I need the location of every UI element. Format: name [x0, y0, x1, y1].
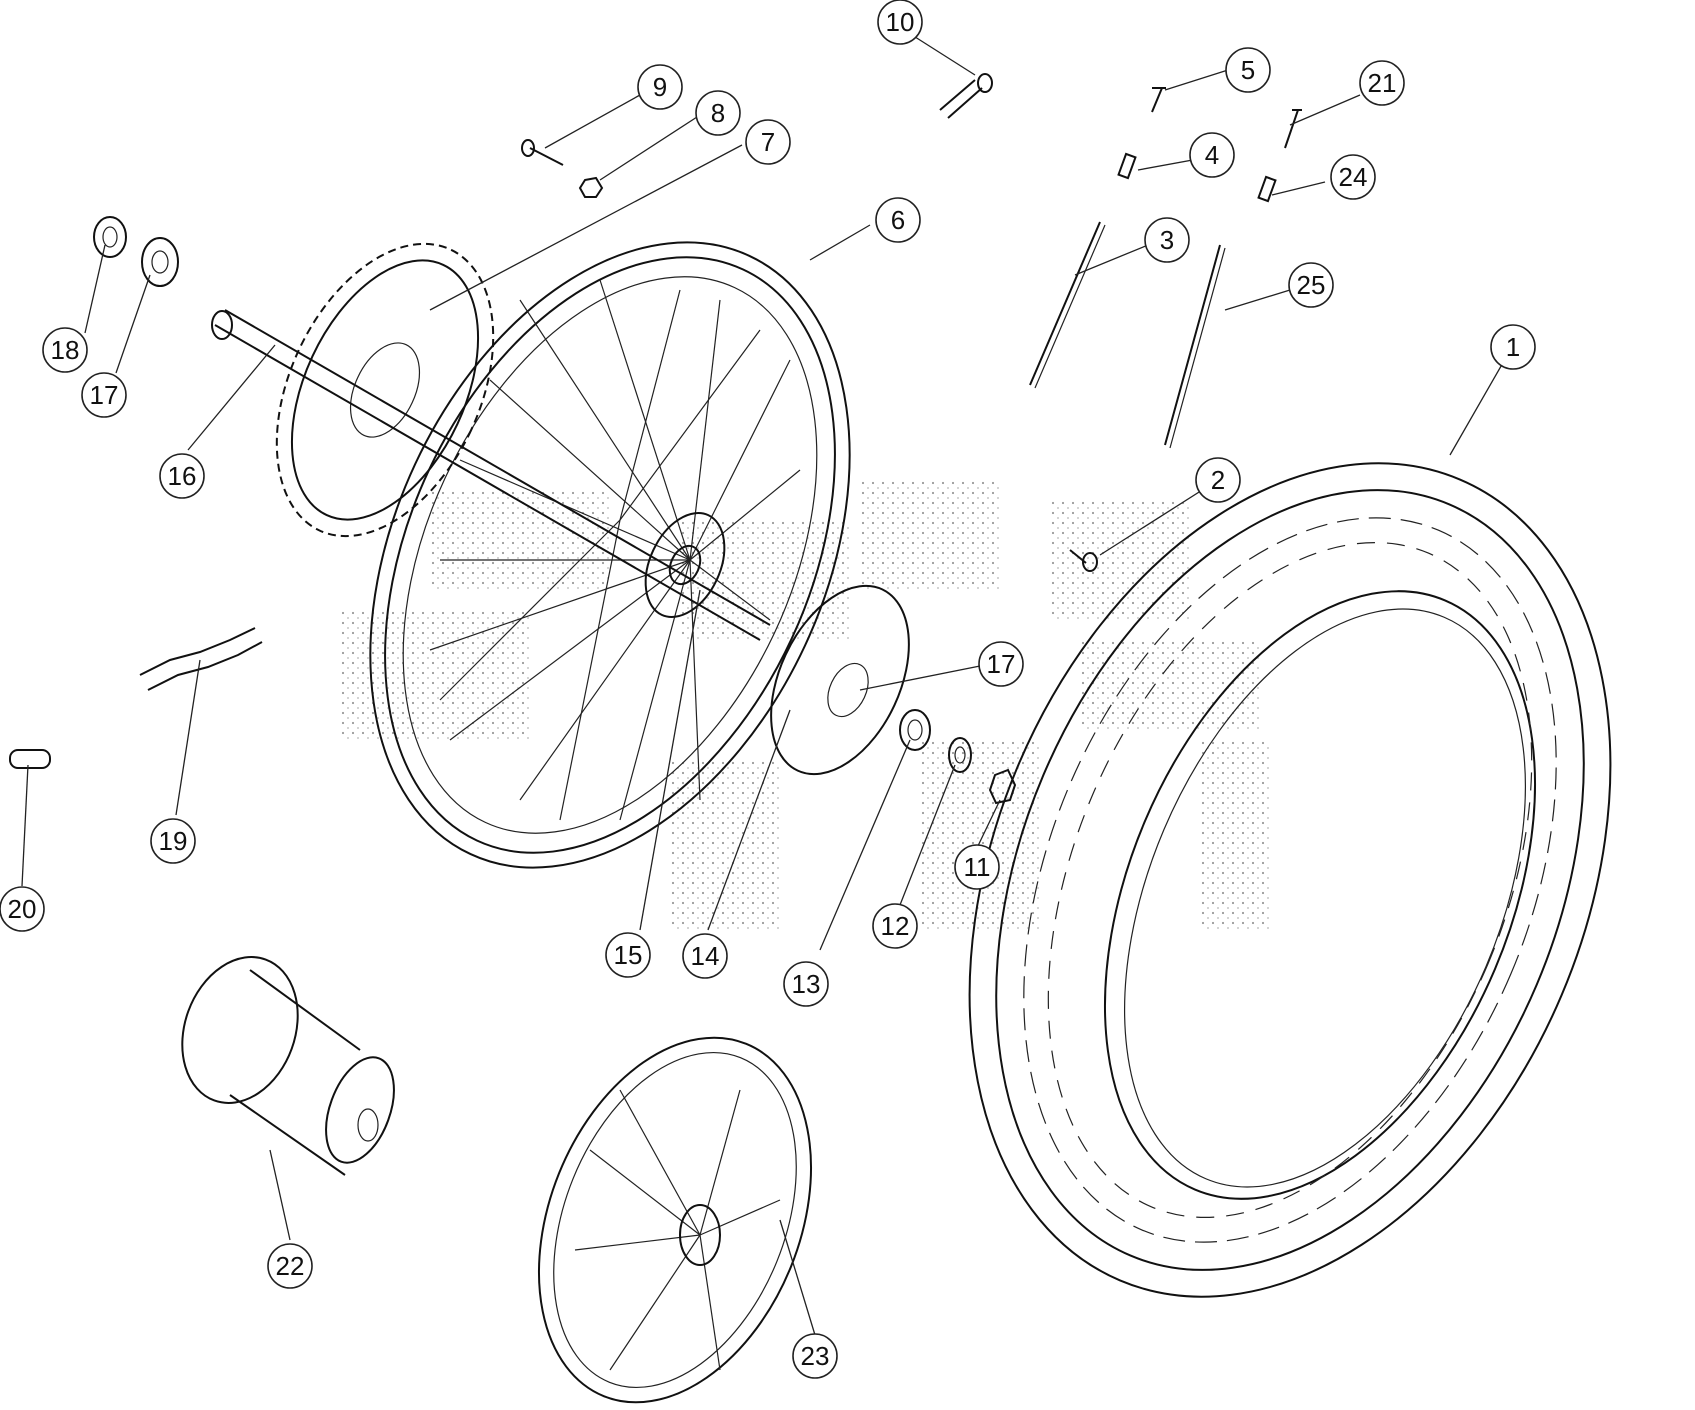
bearing-left	[141, 237, 179, 287]
callout-label: 6	[891, 205, 905, 235]
callout: 17	[978, 641, 1024, 687]
callout: 7	[745, 119, 791, 165]
callout-label: 8	[711, 98, 725, 128]
sprocket	[275, 242, 495, 538]
callout-label: 13	[792, 969, 821, 999]
callout-label: 24	[1339, 162, 1368, 192]
callout: 12	[872, 903, 918, 949]
brake-disc	[770, 584, 910, 776]
callout-label: 16	[168, 461, 197, 491]
chain-master-link	[9, 749, 51, 769]
callout-label: 15	[614, 940, 643, 970]
callout: 5	[1225, 47, 1271, 93]
wheel-hub	[181, 956, 395, 1176]
leader-lines	[21, 34, 1513, 1336]
callout: 15	[605, 932, 651, 978]
callout-label: 17	[987, 649, 1016, 679]
disc-bolt	[1069, 549, 1098, 572]
callout: 8	[695, 90, 741, 136]
callout: 17	[81, 372, 127, 418]
spoke-head-left	[1151, 87, 1166, 113]
callout-label: 19	[159, 826, 188, 856]
spoke-nipple-left	[1117, 152, 1137, 180]
callout-label: 1	[1506, 332, 1520, 362]
callout: 2	[1195, 457, 1241, 503]
callout: 21	[1359, 60, 1405, 106]
callout: 4	[1189, 132, 1235, 178]
callout: 22	[267, 1243, 313, 1289]
callout: 9	[637, 64, 683, 110]
callout: 20	[0, 886, 45, 932]
callout-label: 22	[276, 1251, 305, 1281]
callout-label: 14	[691, 941, 720, 971]
axle-nut	[988, 768, 1017, 805]
callout: 25	[1288, 262, 1334, 308]
spacer	[93, 216, 127, 258]
callout-label: 2	[1211, 465, 1225, 495]
spoke-nipple-right	[1257, 175, 1277, 203]
callout-label: 20	[8, 894, 37, 924]
callout: 3	[1144, 217, 1190, 263]
callout: 13	[783, 961, 829, 1007]
callout: 10	[877, 0, 923, 45]
callout: 24	[1330, 154, 1376, 200]
callout-label: 17	[90, 380, 119, 410]
callout: 19	[150, 818, 196, 864]
tyre	[968, 462, 1612, 1298]
callout-label: 18	[51, 335, 80, 365]
callout-label: 10	[886, 7, 915, 37]
callout: 11	[954, 844, 1000, 890]
callout-label: 11	[964, 852, 991, 882]
callout-label: 9	[653, 72, 667, 102]
axle	[211, 309, 771, 641]
sprocket-bolt	[521, 139, 564, 166]
callout-label: 7	[761, 127, 775, 157]
washer	[948, 737, 972, 773]
callout: 16	[159, 453, 205, 499]
callout: 6	[875, 197, 921, 243]
chain	[139, 627, 263, 691]
callout-label: 25	[1297, 270, 1326, 300]
callout-label: 5	[1241, 55, 1255, 85]
spoke-head-right	[1284, 109, 1302, 149]
callout: 1	[1490, 324, 1536, 370]
spoke-left	[1029, 221, 1106, 389]
callout-label: 21	[1368, 68, 1397, 98]
sprocket-nut	[578, 176, 604, 198]
callout-label: 3	[1160, 225, 1174, 255]
complete-wheel	[537, 1036, 813, 1404]
callout-label: 12	[881, 911, 910, 941]
callout: 23	[792, 1333, 838, 1379]
callout: 18	[42, 327, 88, 373]
tyre-valve	[939, 73, 993, 119]
bearing-right	[899, 709, 931, 751]
watermark-dots	[340, 480, 1270, 930]
callout-label: 23	[801, 1341, 830, 1371]
callout: 14	[682, 933, 728, 979]
callout-label: 4	[1205, 140, 1219, 170]
spoke-right	[1164, 244, 1226, 449]
